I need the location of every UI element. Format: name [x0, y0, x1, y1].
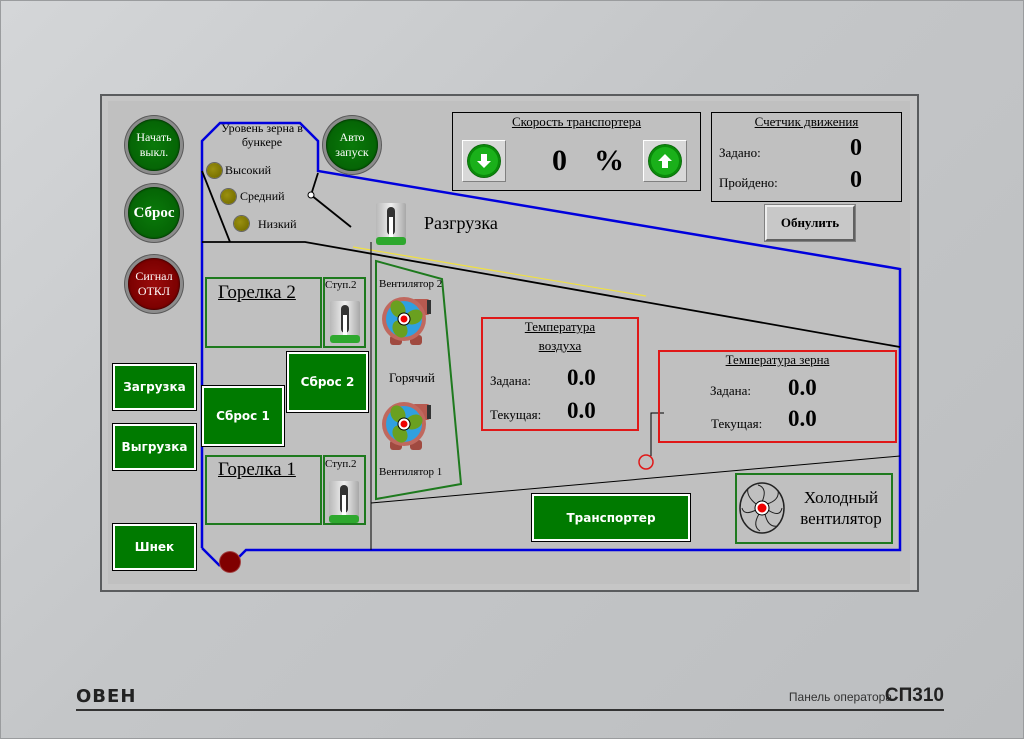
level-low-label: Низкий — [258, 217, 297, 231]
grain-temp-set-value: 0.0 — [788, 375, 817, 400]
cold-fan-label: Холодный вентилятор — [800, 488, 882, 528]
brand-logo: ОВЕН — [76, 686, 137, 707]
start-stop-button[interactable]: Начать выкл. — [128, 119, 180, 171]
footer-divider — [76, 709, 944, 711]
counter-set-value: 0 — [850, 135, 862, 161]
level-high-label: Высокий — [225, 163, 272, 177]
grain-temp-panel — [658, 350, 897, 443]
model-label: СП310 — [884, 685, 944, 706]
counter-passed-label: Пройдено: — [719, 175, 778, 190]
hmi-screen: Начать выкл. Сброс Сигнал ОТКЛ Авто запу… — [108, 101, 910, 584]
burner1-stage-panel — [323, 455, 366, 525]
panel-label: Панель оператора — [788, 690, 892, 704]
reset-button[interactable]: Сброс — [128, 187, 180, 239]
burner2-stage-label: Ступ.2 — [325, 279, 357, 291]
speed-unit: % — [594, 144, 624, 177]
arrow-down-icon — [468, 145, 500, 177]
counter-passed-value: 0 — [850, 167, 862, 193]
auto-start-button[interactable]: Авто запуск — [326, 119, 378, 171]
speed-increase-button[interactable] — [643, 140, 687, 182]
air-temp-title-1: Температура — [524, 319, 596, 334]
air-temp-set-label: Задана: — [490, 373, 532, 388]
auger-button[interactable]: Шнек — [112, 523, 197, 571]
level-high-lamp — [207, 163, 222, 178]
unloading-switch[interactable] — [376, 203, 406, 245]
burner1-stage-switch[interactable] — [329, 481, 359, 523]
conveyor-button[interactable]: Транспортер — [531, 493, 691, 542]
fan-group-frame — [375, 259, 463, 501]
grain-temp-current-value: 0.0 — [788, 406, 817, 431]
fan2-icon[interactable] — [380, 293, 434, 347]
speed-value: 0 — [552, 144, 567, 177]
arrow-up-icon — [649, 145, 681, 177]
unload-button[interactable]: Выгрузка — [112, 423, 197, 471]
reset1-button[interactable]: Сброс 1 — [201, 385, 285, 447]
motion-counter-title: Счетчик движения — [754, 114, 859, 129]
cold-fan-panel[interactable] — [735, 473, 893, 544]
air-temp-title-2: воздуха — [538, 338, 582, 353]
dryer-outline — [200, 121, 902, 570]
grain-temp-sensor — [638, 454, 654, 470]
dryer-outline-bottom-left — [201, 547, 221, 567]
hot-fan-label: Горячий — [389, 370, 435, 385]
air-temp-current-value: 0.0 — [567, 398, 596, 423]
level-mid-lamp — [221, 189, 236, 204]
fan1-label: Вентилятор 1 — [379, 466, 443, 478]
fan2-label: Вентилятор 2 — [379, 278, 443, 290]
grain-temp-set-label: Задана: — [710, 383, 752, 398]
burner1-panel — [205, 455, 322, 525]
unloading-label: Разгрузка — [424, 213, 498, 233]
signal-off-button[interactable]: Сигнал ОТКЛ — [128, 258, 180, 310]
counter-set-label: Задано: — [719, 145, 761, 160]
bunker-level-title: Уровень зерна в бункере — [221, 121, 303, 149]
discharge-indicator — [220, 552, 240, 572]
speed-decrease-button[interactable] — [462, 140, 506, 182]
grain-temp-current-label: Текущая: — [711, 416, 763, 431]
air-temp-current-label: Текущая: — [490, 407, 542, 422]
air-temp-set-value: 0.0 — [567, 365, 596, 390]
level-mid-label: Средний — [240, 189, 285, 203]
burner2-label: Горелка 2 — [218, 282, 296, 303]
burner1-label: Горелка 1 — [218, 459, 296, 480]
air-temp-panel — [481, 317, 639, 431]
burner2-panel — [205, 277, 322, 348]
load-button[interactable]: Загрузка — [112, 363, 197, 411]
process-diagram-lines — [200, 121, 902, 570]
cold-fan-icon — [739, 482, 785, 534]
reset2-button[interactable]: Сброс 2 — [286, 351, 369, 413]
grain-temp-title: Температура зерна — [725, 352, 830, 367]
burner2-stage-switch[interactable] — [330, 301, 360, 343]
counter-reset-button[interactable]: Обнулить — [765, 205, 855, 241]
conveyor-speed-title: Скорость транспортера — [511, 114, 642, 129]
burner2-stage-panel — [323, 277, 366, 348]
fan1-icon[interactable] — [380, 398, 434, 452]
level-low-lamp — [234, 216, 249, 231]
conveyor-speed-panel — [452, 112, 701, 191]
burner1-stage-label: Ступ.2 — [325, 458, 357, 470]
motion-counter-panel — [711, 112, 902, 202]
